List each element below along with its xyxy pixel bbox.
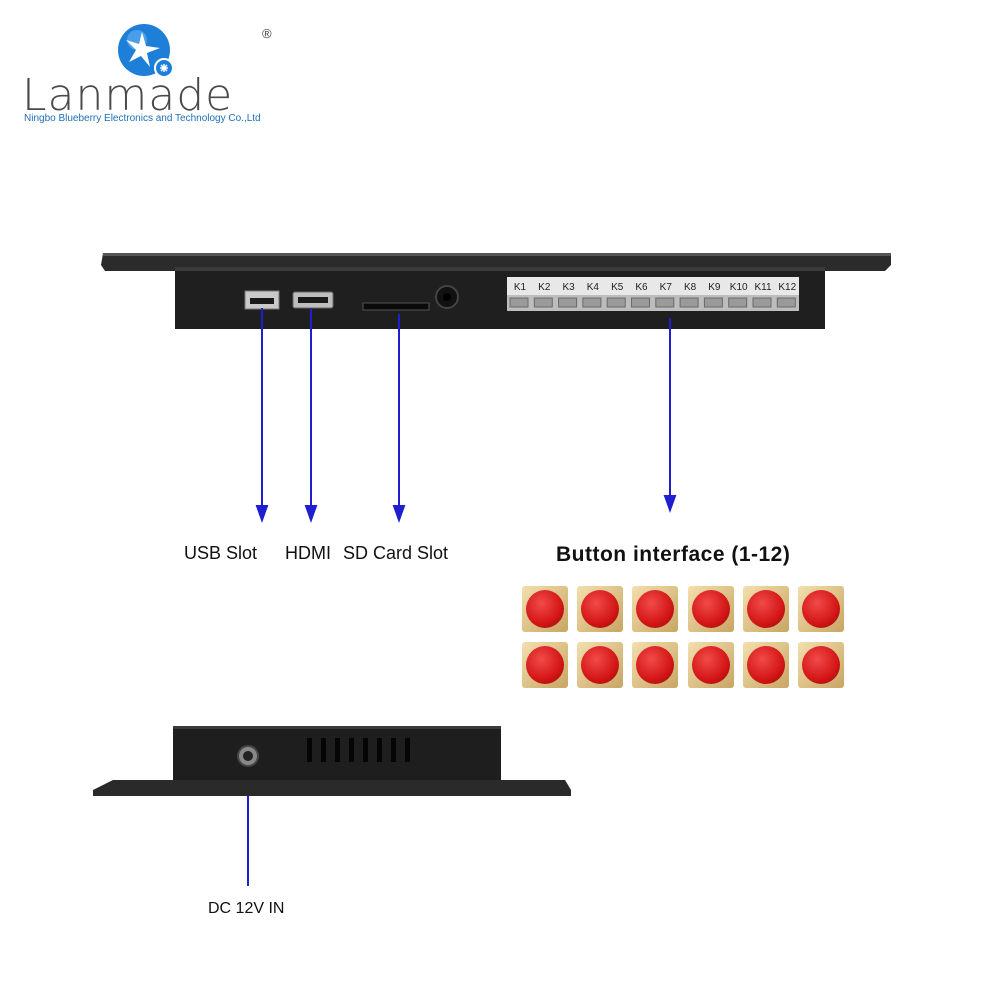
push-button-12 — [798, 642, 844, 688]
terminal-label-k12: K12 — [778, 282, 797, 293]
push-button-11 — [742, 642, 789, 688]
terminal-pin — [509, 297, 529, 308]
terminal-label-k1: K1 — [513, 282, 527, 293]
terminal-pin — [631, 297, 650, 308]
push-button-4 — [687, 586, 734, 632]
dc-12v-in-label: DC 12V IN — [208, 900, 285, 917]
button-cap — [691, 646, 730, 684]
terminal-label-k5: K5 — [611, 282, 624, 293]
button-cap — [526, 646, 564, 684]
hdmi-label: HDMI — [285, 543, 331, 563]
terminal-pin — [582, 297, 602, 308]
button-cap — [526, 590, 564, 628]
terminal-pin — [776, 297, 796, 308]
terminal-label-k3: K3 — [562, 282, 575, 293]
terminal-pin — [606, 297, 626, 308]
terminal-label-k11: K11 — [754, 282, 772, 293]
brand-name: Lanmade — [22, 70, 234, 121]
terminal-label-k4: K4 — [586, 282, 599, 293]
button-cap — [691, 590, 730, 628]
brand-logo-icon — [118, 24, 174, 78]
button-interface-label: Button interface (1-12) — [556, 543, 791, 566]
terminal-label-k8: K8 — [683, 282, 697, 293]
button-cap — [746, 646, 785, 684]
terminal-label-k7: K7 — [659, 282, 672, 293]
terminal-label-k6: K6 — [635, 282, 648, 293]
push-button-6 — [798, 586, 844, 632]
terminal-pin — [728, 297, 748, 308]
terminal-pin — [752, 297, 772, 308]
button-cap — [581, 646, 620, 684]
push-button-10 — [687, 642, 734, 688]
terminal-label-k10: K10 — [729, 282, 748, 293]
registered-mark: ® — [262, 26, 272, 41]
button-cap — [802, 646, 840, 684]
push-button-9 — [632, 642, 679, 688]
push-button-2 — [577, 586, 624, 632]
push-button-1 — [522, 586, 568, 632]
brand-subtitle: Ningbo Blueberry Electronics and Technol… — [24, 113, 261, 124]
terminal-label-k9: K9 — [708, 282, 721, 293]
button-cap — [636, 646, 675, 684]
button-cap — [581, 590, 620, 628]
terminal-block — [509, 297, 796, 308]
terminal-pin — [558, 297, 578, 308]
button-cap — [636, 590, 675, 628]
terminal-label-k2: K2 — [538, 282, 551, 293]
terminal-pin — [655, 297, 675, 308]
device-power-side — [93, 726, 571, 796]
sd-card-slot-label: SD Card Slot — [343, 543, 449, 563]
push-button-5 — [742, 586, 789, 632]
push-button-3 — [632, 586, 679, 632]
push-button-8 — [577, 642, 624, 688]
push-button-7 — [522, 642, 568, 688]
terminal-pin — [679, 297, 699, 308]
terminal-pin — [703, 297, 723, 308]
terminal-pin — [533, 297, 553, 308]
button-cap — [746, 590, 785, 628]
usb-slot-label: USB Slot — [184, 543, 258, 563]
button-cap — [802, 590, 840, 628]
